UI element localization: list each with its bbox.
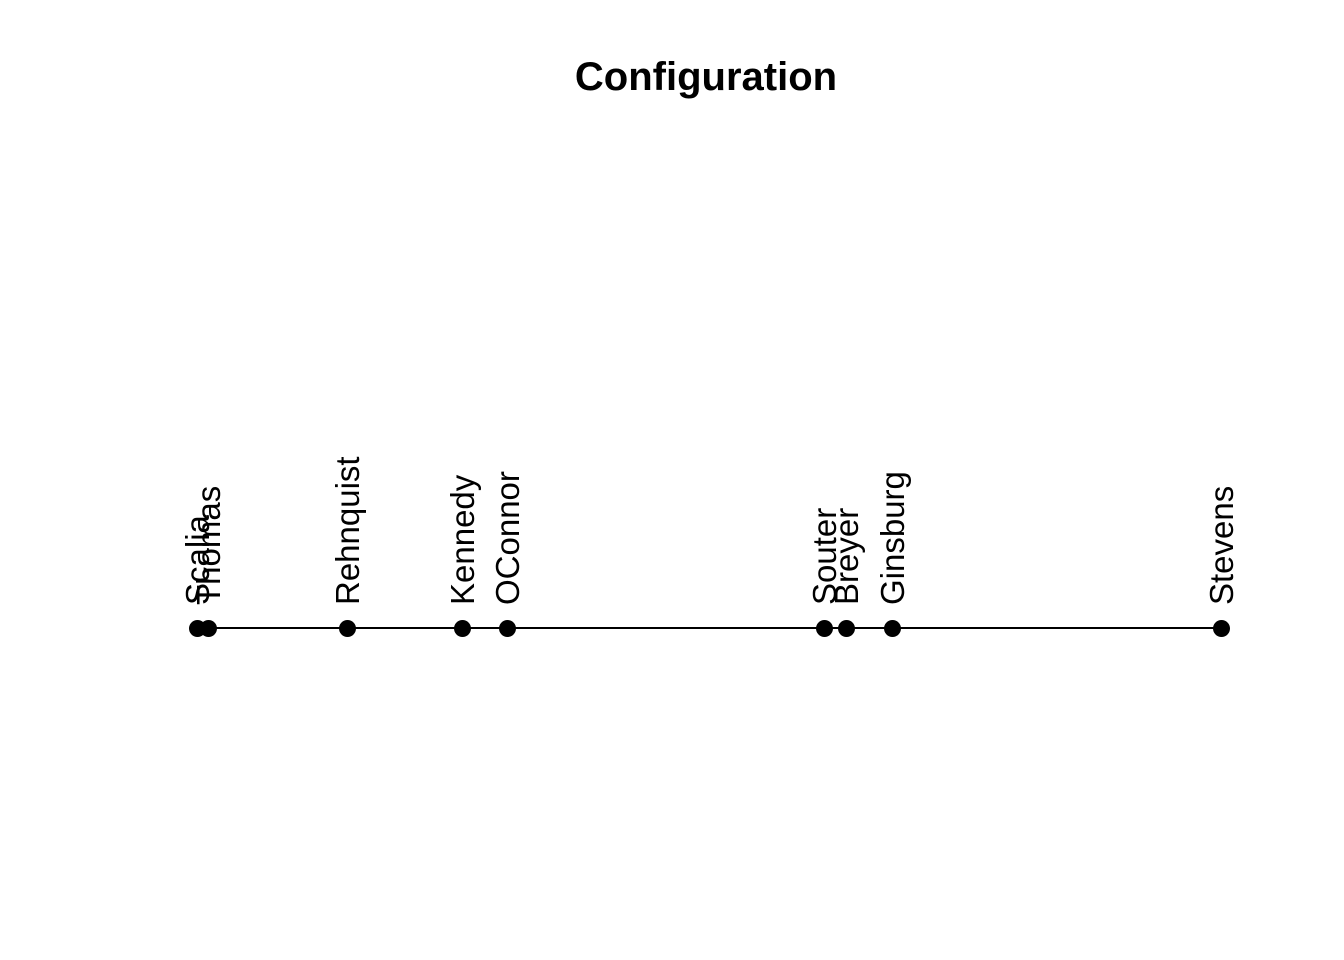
data-point-marker — [815, 619, 833, 637]
data-point-marker — [837, 619, 855, 637]
data-point-marker — [453, 619, 471, 637]
chart-title: Configuration — [574, 55, 838, 99]
data-point-marker — [498, 619, 516, 637]
data-point-marker — [199, 619, 217, 637]
point-label: Rehnquist — [328, 456, 366, 605]
point-label: Ginsburg — [873, 471, 911, 605]
point-label: Breyer — [827, 507, 865, 605]
data-point-marker — [338, 619, 356, 637]
configuration-line — [197, 627, 1221, 629]
point-label: Thomas — [189, 485, 227, 605]
point-label: Stevens — [1202, 485, 1240, 605]
data-point-marker — [1212, 619, 1230, 637]
point-label: OConnor — [488, 471, 526, 605]
data-point-marker — [883, 619, 901, 637]
point-label: Kennedy — [443, 474, 481, 605]
